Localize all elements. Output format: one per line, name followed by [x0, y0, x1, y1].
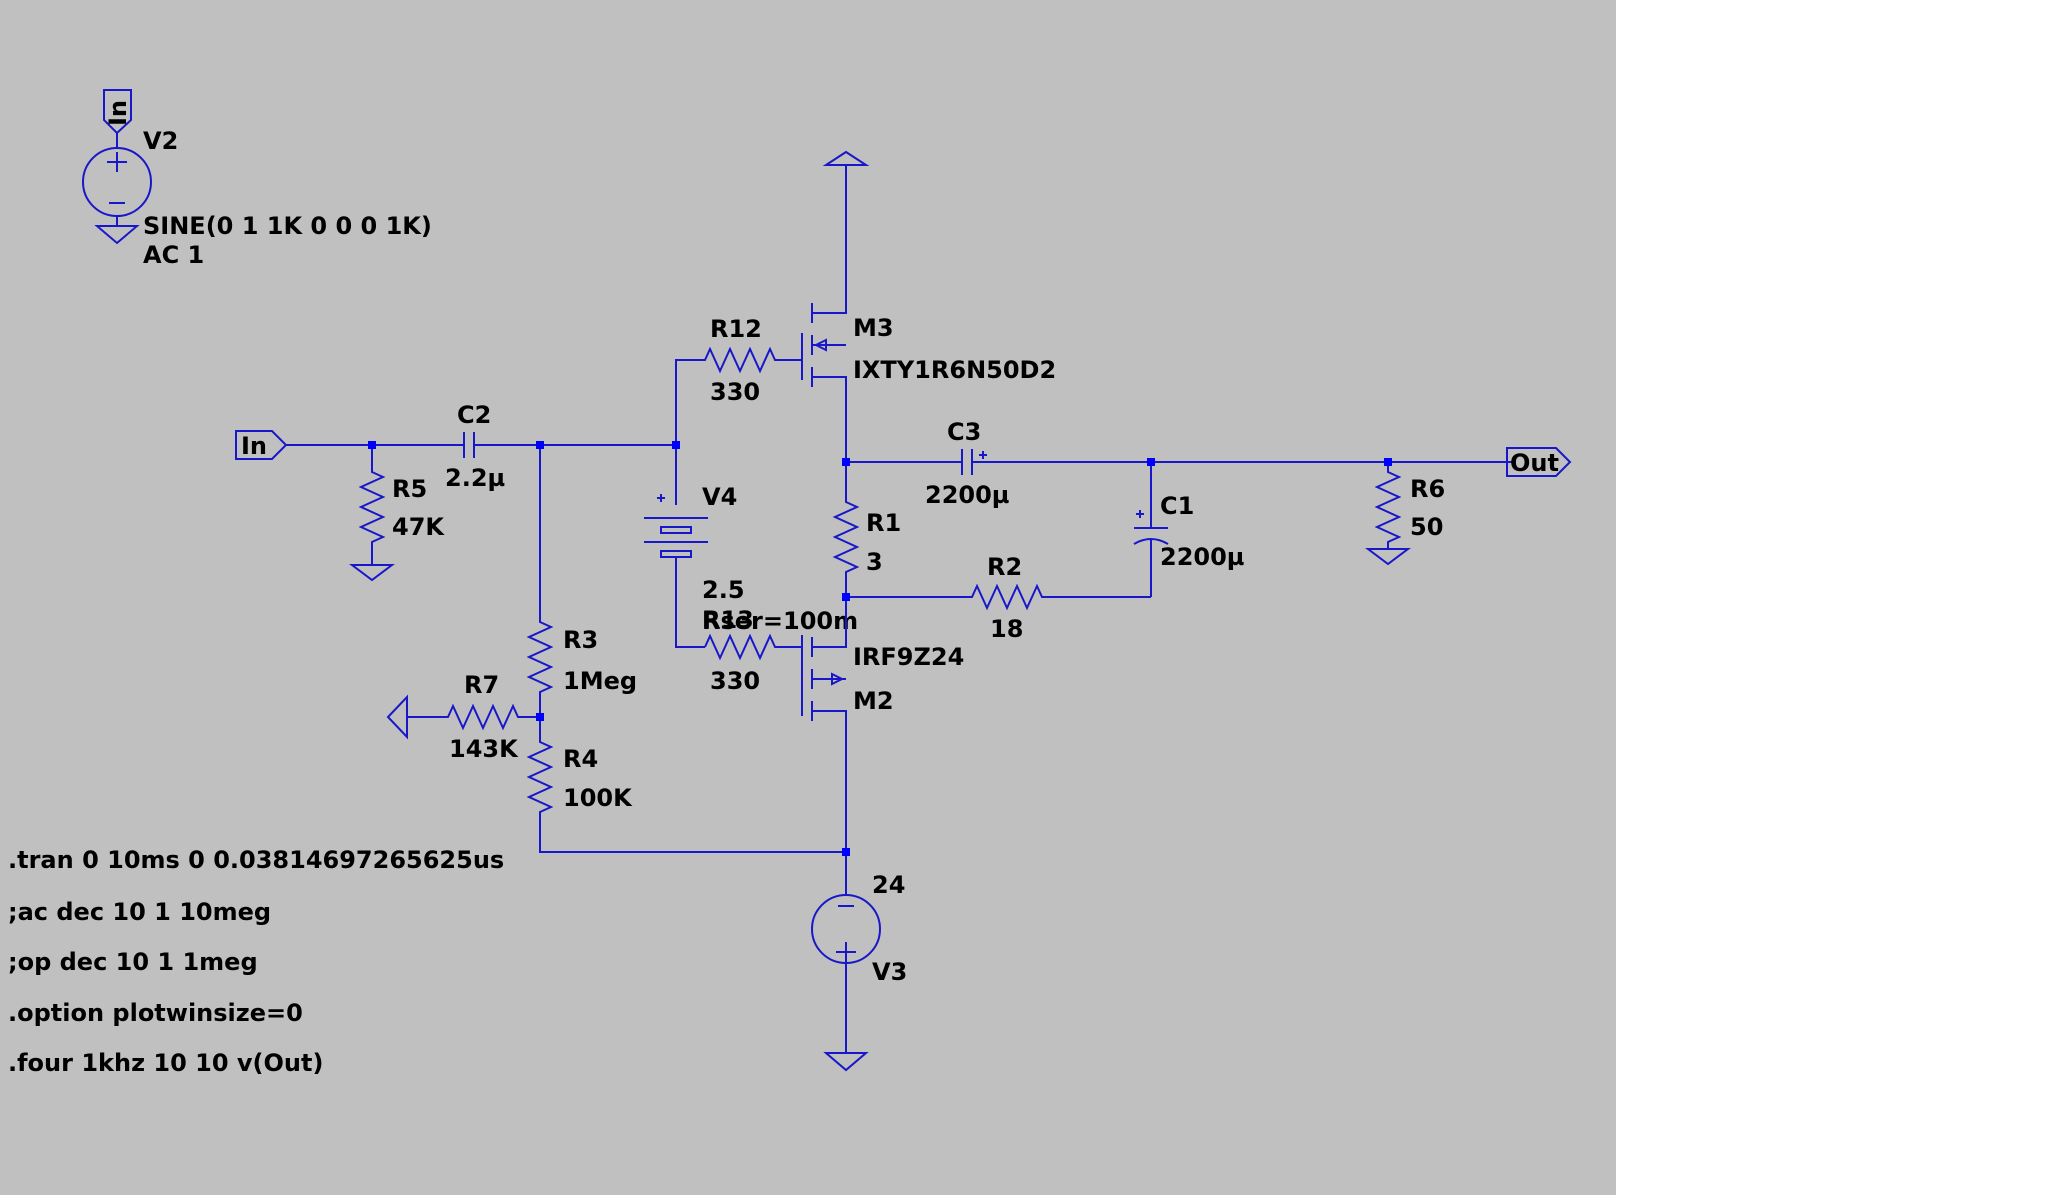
directive-option: .option plotwinsize=0 — [8, 999, 303, 1027]
r1-resistor[interactable] — [832, 462, 860, 597]
m3-model: IXTY1R6N50D2 — [853, 356, 1056, 384]
c3-value: 2200µ — [925, 481, 1009, 509]
c1-capacitor[interactable] — [1133, 462, 1169, 597]
v4-rser: Rser=100m — [702, 607, 858, 635]
r13-value: 330 — [710, 667, 760, 695]
port-in-left[interactable]: In — [235, 430, 288, 460]
r7-value: 143K — [449, 735, 519, 763]
v2-name: V2 — [143, 127, 178, 155]
r12-resistor[interactable] — [675, 346, 794, 445]
r5-resistor[interactable] — [349, 445, 395, 582]
c2-value: 2.2µ — [445, 464, 505, 492]
directive-tran: .tran 0 10ms 0 0.03814697265625us — [8, 846, 504, 874]
r1-name: R1 — [866, 509, 901, 537]
r5-value: 47K — [392, 513, 445, 541]
r6-value: 50 — [1410, 513, 1443, 541]
c2-capacitor[interactable] — [463, 432, 475, 458]
r2-name: R2 — [987, 553, 1022, 581]
m3-name: M3 — [853, 314, 894, 342]
r1-value: 3 — [866, 548, 883, 576]
r3-resistor[interactable] — [526, 445, 554, 717]
r2-resistor[interactable] — [846, 583, 1151, 611]
c1-name: C1 — [1160, 492, 1194, 520]
r4-value: 100K — [563, 784, 633, 812]
r7-resistor[interactable] — [386, 694, 540, 740]
c1-value: 2200µ — [1160, 543, 1244, 571]
v3-name: V3 — [872, 958, 907, 986]
spice-directives: .tran 0 10ms 0 0.03814697265625us ;ac de… — [8, 846, 504, 1077]
port-in-top-label: In — [104, 100, 132, 126]
v3-source[interactable] — [811, 852, 881, 1072]
r4-resistor[interactable] — [526, 717, 846, 853]
v2-source[interactable] — [82, 133, 152, 245]
r12-name: R12 — [710, 315, 762, 343]
c3-capacitor[interactable] — [846, 449, 1516, 475]
schematic-canvas[interactable]: In V2 SINE(0 1 1K 0 0 0 1K) AC 1 In R5 4… — [0, 0, 1616, 1195]
v4-battery[interactable] — [644, 445, 708, 648]
port-out-label: Out — [1510, 449, 1559, 477]
v4-name: V4 — [702, 483, 737, 511]
m2-model: IRF9Z24 — [853, 643, 964, 671]
port-in-left-label: In — [241, 432, 267, 460]
directive-four: .four 1khz 10 10 v(Out) — [8, 1049, 323, 1077]
directive-ac: ;ac dec 10 1 10meg — [8, 898, 271, 926]
c3-name: C3 — [947, 418, 981, 446]
r2-value: 18 — [990, 615, 1023, 643]
r6-resistor[interactable] — [1365, 462, 1411, 566]
v3-value: 24 — [872, 871, 905, 899]
r5-name: R5 — [392, 475, 427, 503]
v2-value: SINE(0 1 1K 0 0 0 1K) — [143, 212, 432, 240]
r3-name: R3 — [563, 626, 598, 654]
v2-ac: AC 1 — [143, 241, 204, 269]
m2-mosfet[interactable] — [794, 597, 847, 852]
r3-value: 1Meg — [563, 667, 637, 695]
c2-name: C2 — [457, 401, 491, 429]
v4-value: 2.5 — [702, 576, 745, 604]
r13-resistor[interactable] — [704, 633, 794, 661]
r12-value: 330 — [710, 378, 760, 406]
m2-name: M2 — [853, 687, 894, 715]
port-in-top[interactable]: In — [103, 89, 132, 135]
r7-name: R7 — [464, 671, 499, 699]
r13-name: R13 — [702, 606, 754, 634]
m3-mosfet[interactable] — [794, 150, 870, 462]
junctions — [368, 441, 1392, 856]
port-out[interactable]: Out — [1506, 447, 1572, 477]
r6-name: R6 — [1410, 475, 1445, 503]
directive-op: ;op dec 10 1 1meg — [8, 948, 258, 976]
r4-name: R4 — [563, 745, 598, 773]
